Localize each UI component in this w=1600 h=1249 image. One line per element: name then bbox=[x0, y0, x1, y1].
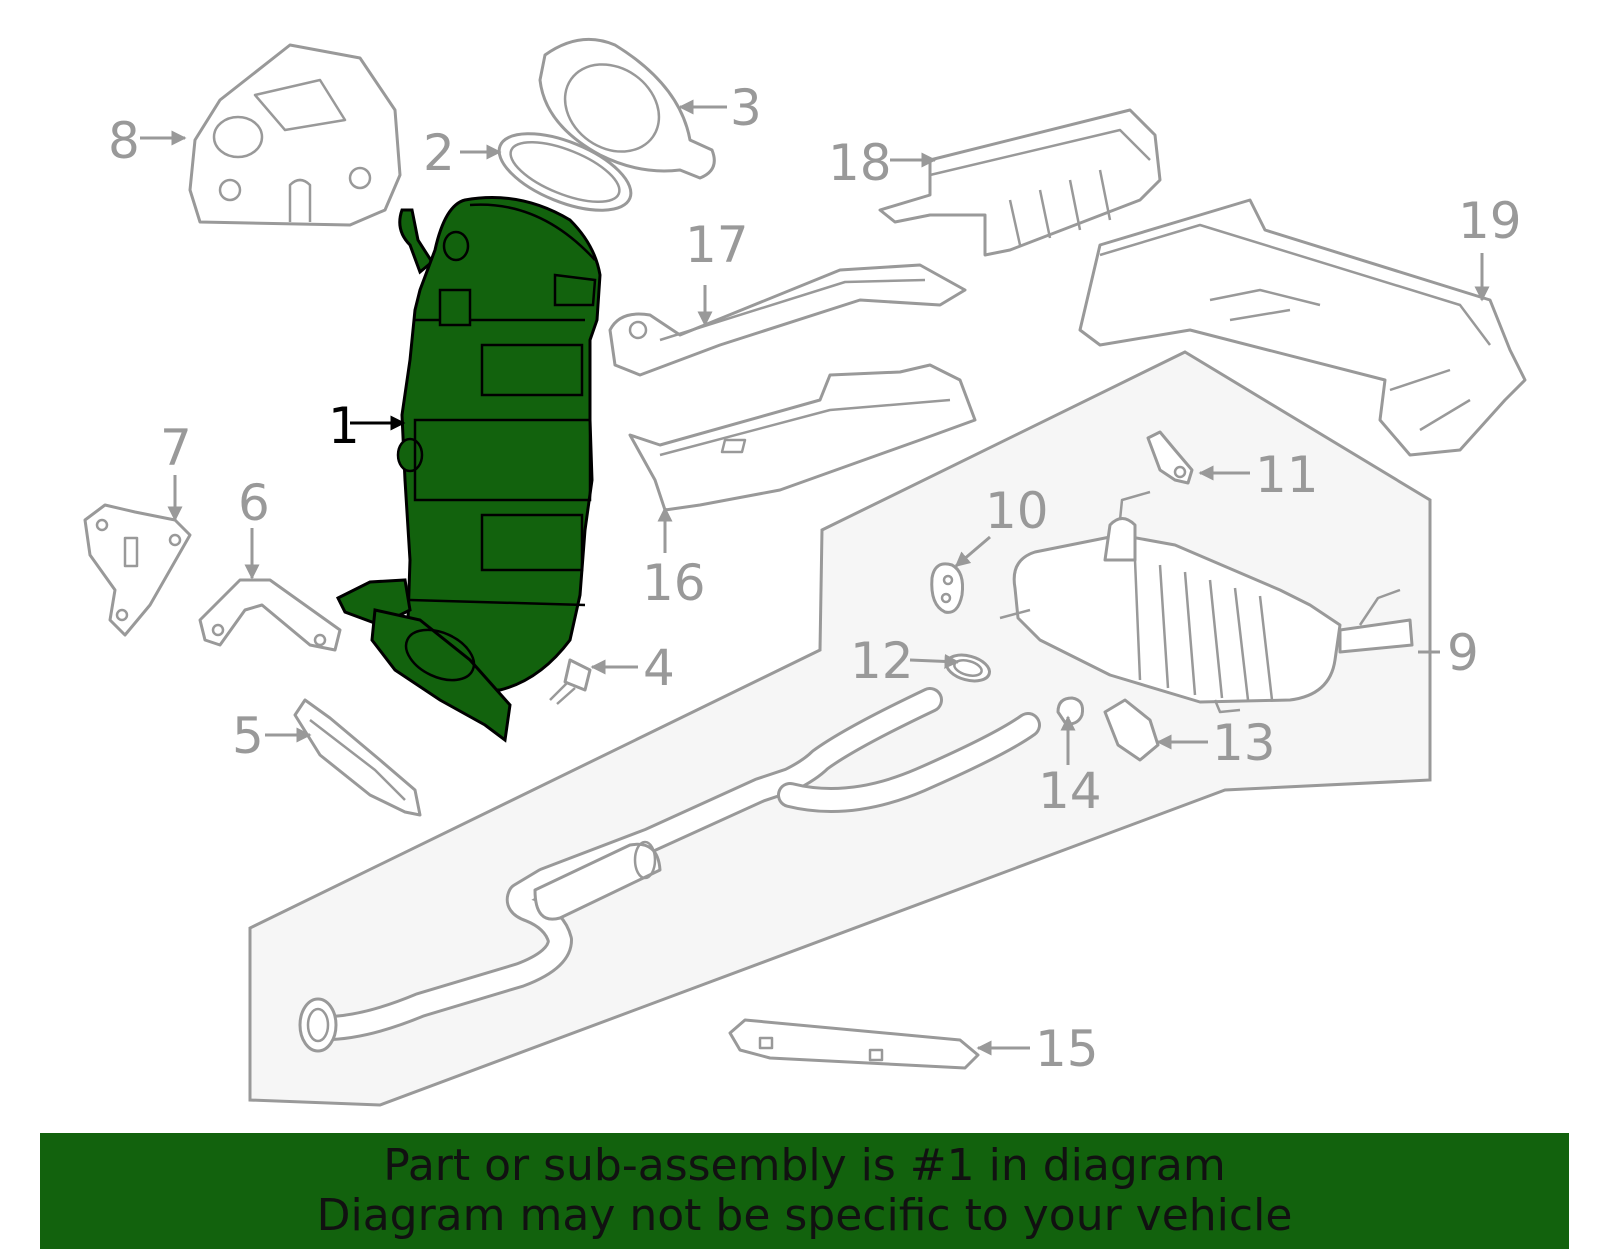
part-4-bolt[interactable] bbox=[549, 658, 592, 705]
callout-3: 3 bbox=[730, 79, 762, 137]
part-9-muffler[interactable] bbox=[999, 490, 1414, 714]
part-16-heat-shield[interactable] bbox=[628, 363, 977, 512]
callout-16: 16 bbox=[642, 554, 706, 612]
callout-14: 14 bbox=[1038, 762, 1102, 820]
callout-4: 4 bbox=[643, 639, 675, 697]
part-2-gasket[interactable] bbox=[489, 118, 641, 226]
part-17-heat-shield[interactable] bbox=[608, 263, 967, 377]
part-19-heat-shield[interactable] bbox=[1078, 198, 1527, 457]
callout-9: 9 bbox=[1447, 624, 1479, 682]
callout-13: 13 bbox=[1212, 714, 1276, 772]
callout-labels: 1 2 3 4 5 6 7 8 9 10 11 12 13 14 15 16 1… bbox=[108, 79, 1522, 1078]
part-15-heat-shield[interactable] bbox=[728, 1018, 980, 1070]
part-6-bracket[interactable] bbox=[198, 578, 342, 652]
callout-1: 1 bbox=[328, 397, 360, 455]
callout-18: 18 bbox=[828, 134, 892, 192]
callout-19: 19 bbox=[1458, 192, 1522, 250]
part-8-heat-shield[interactable] bbox=[188, 43, 402, 227]
callout-6: 6 bbox=[238, 474, 270, 532]
leader-arrows bbox=[140, 99, 1490, 1056]
part-10-hanger[interactable] bbox=[930, 562, 964, 614]
part-3-flange-gasket[interactable] bbox=[538, 37, 716, 180]
callout-8: 8 bbox=[108, 112, 140, 170]
callout-15: 15 bbox=[1035, 1020, 1099, 1078]
exhaust-pipe[interactable] bbox=[298, 687, 1041, 1053]
part-14-grommet[interactable] bbox=[1056, 696, 1084, 726]
part-18-heat-shield[interactable] bbox=[878, 108, 1162, 257]
callout-12: 12 bbox=[850, 632, 914, 690]
part-1-catalytic-converter[interactable] bbox=[335, 196, 602, 743]
callout-11: 11 bbox=[1255, 446, 1319, 504]
part-7-bracket[interactable] bbox=[83, 503, 192, 637]
parts-diagram: 1 2 3 4 5 6 7 8 9 10 11 12 13 14 15 16 1… bbox=[83, 37, 1527, 1107]
callout-17: 17 bbox=[685, 216, 749, 274]
callout-10: 10 bbox=[985, 482, 1049, 540]
callout-2: 2 bbox=[423, 124, 455, 182]
callout-5: 5 bbox=[232, 707, 264, 765]
banner-line-1: Part or sub-assembly is #1 in diagram bbox=[383, 1140, 1226, 1191]
callout-7: 7 bbox=[160, 419, 192, 477]
part-11-bracket[interactable] bbox=[1146, 430, 1194, 485]
info-banner: Part or sub-assembly is #1 in diagram Di… bbox=[40, 1133, 1569, 1249]
part-5-gasket[interactable] bbox=[293, 698, 422, 817]
banner-line-2: Diagram may not be specific to your vehi… bbox=[316, 1190, 1293, 1241]
